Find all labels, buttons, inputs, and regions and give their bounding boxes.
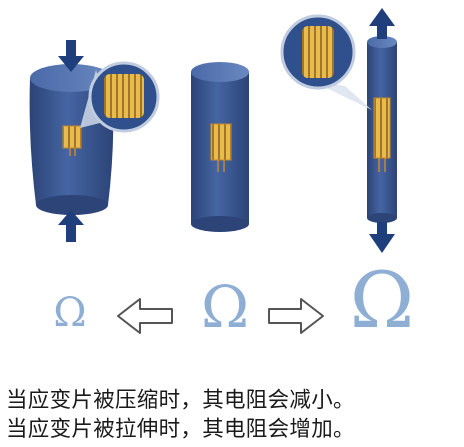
hollow-arrow-left-icon <box>117 298 173 334</box>
magnifier-callout-right <box>280 14 372 110</box>
hollow-arrow-right-icon <box>268 298 324 334</box>
caption-compression: 当应变片被压缩时，其电阻会减小。 <box>6 388 355 413</box>
strain-gauge-diagram <box>29 8 397 334</box>
tension-arrow-icon <box>369 8 395 253</box>
strain-gauge-icon <box>210 123 232 172</box>
resistance-symbol-normal: Ω <box>200 273 250 341</box>
neutral-cylinder <box>191 62 249 232</box>
resistance-symbol-decreased: Ω <box>53 290 87 336</box>
magnifier-callout-left <box>80 61 160 133</box>
strain-gauge-icon <box>373 97 391 172</box>
resistance-symbol-increased: Ω <box>349 256 415 346</box>
compression-arrow-icon <box>58 40 84 242</box>
strain-gauge-icon <box>62 125 82 156</box>
caption-tension: 当应变片被拉伸时，其电阻会增加。 <box>6 417 355 442</box>
